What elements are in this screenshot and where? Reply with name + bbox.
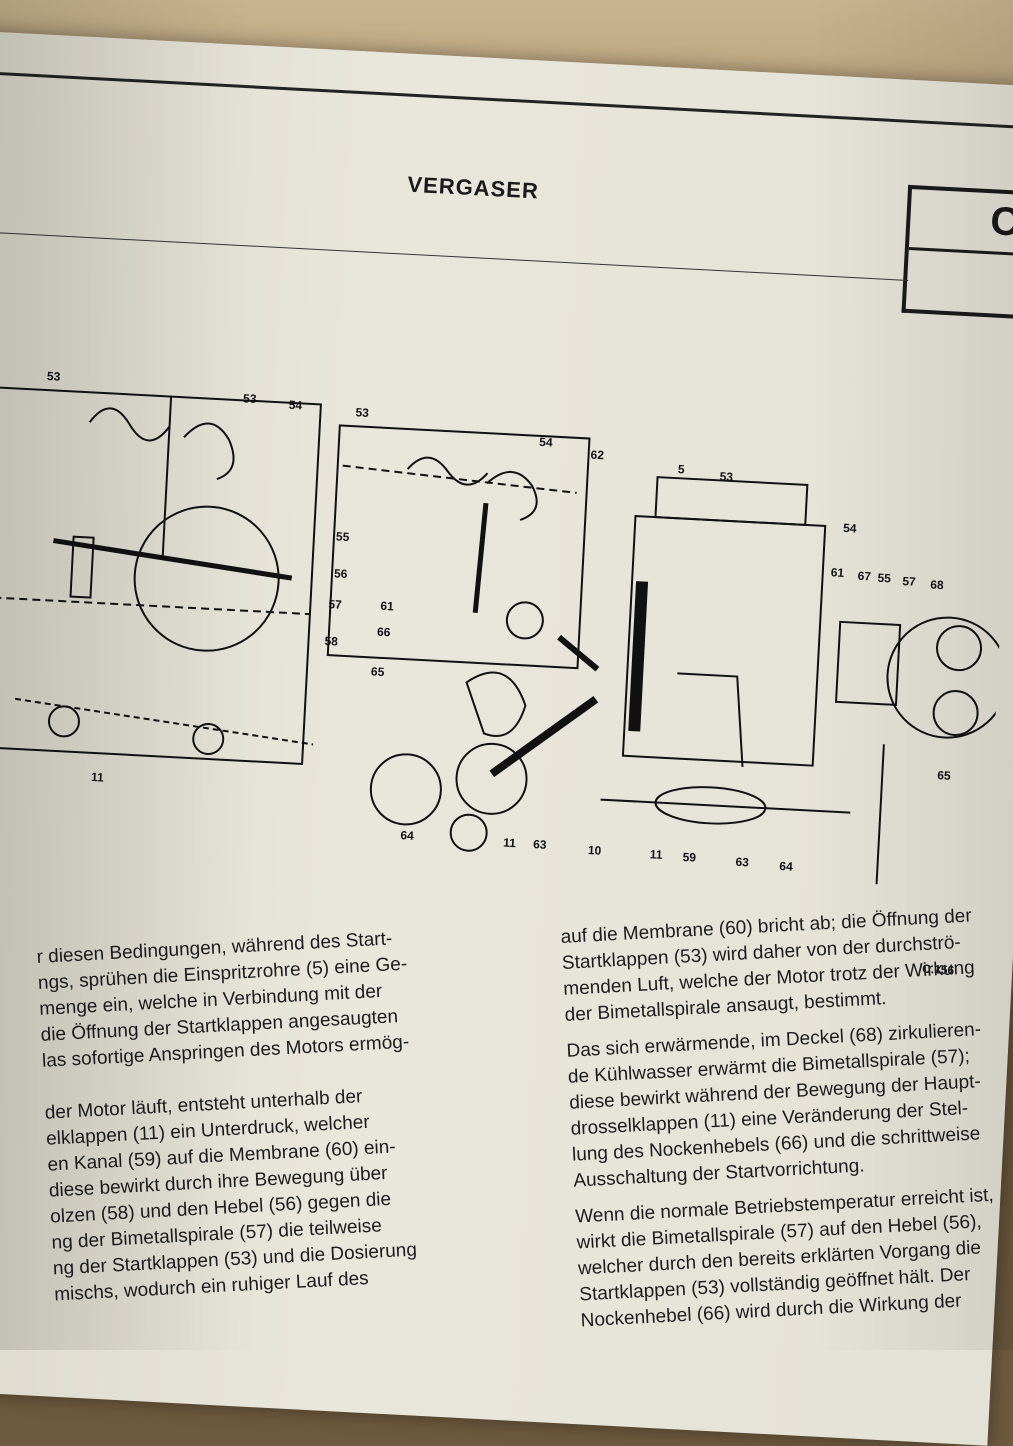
left-cam-a [88,407,171,442]
paragraph: Das sich erwärmende, im Deckel (68) zirk… [566,1014,1013,1194]
mid-spring [557,634,600,672]
callout-53: 53 [47,369,61,384]
left-diaphragm [69,535,95,599]
callout-62: 62 [590,448,604,463]
callout-11: 11 [503,836,517,851]
callout-65: 65 [371,664,385,679]
manual-page: VERGASER C [0,30,1013,1446]
callout-67: 67 [857,569,871,584]
callout-53: 53 [719,469,733,484]
mid-nut [449,813,488,852]
section-tab-divider [908,246,1013,258]
left-divider [161,396,173,557]
right-bracket [875,744,885,885]
callout-57: 57 [328,597,342,612]
left-cam-disc [133,505,280,652]
callout-54: 54 [843,521,857,536]
mid-gear-right [455,742,528,815]
callout-63: 63 [735,855,749,870]
right-bimetal-b [932,690,979,737]
callout-66: 66 [377,625,391,640]
callout-57: 57 [902,574,916,589]
callout-54: 54 [539,435,553,450]
callout-55: 55 [877,571,891,586]
section-tab: C [901,184,1013,321]
left-carb-body [0,386,322,765]
callout-65: 65 [937,768,951,783]
mid-lever-66 [465,671,527,737]
right-venturi [677,672,744,768]
right-diaphragm-housing [834,620,902,706]
paragraph: Wenn die normale Betriebstemperatur erre… [575,1180,1013,1334]
left-cam-b [183,422,235,481]
right-carb-body [621,514,827,767]
right-injector-tube [628,581,649,732]
callout-54: 54 [288,398,302,413]
page-top-border [0,72,1013,131]
callout-63: 63 [533,837,547,852]
left-throttle-b [192,722,225,755]
mid-link-rod [489,695,599,778]
mid-cam-hub [505,601,544,640]
left-dashed-line [0,595,310,616]
left-throttle-line [14,697,314,746]
callout-55: 55 [336,529,350,544]
mid-gear-left [369,753,442,826]
callout-61: 61 [830,565,844,580]
callout-61: 61 [380,599,394,614]
carburetor-diagram-svg: 53 53 54 53 54 62 5 53 54 61 67 55 57 68… [0,369,1009,885]
mid-carb-body [326,424,591,670]
callout-5: 5 [678,462,686,476]
mid-rod [472,502,489,614]
mid-cam-a [406,456,489,486]
right-choke-housing [886,616,1009,739]
callout-53: 53 [355,405,369,420]
callout-labels: 53 53 54 53 54 62 5 53 54 61 67 55 57 68… [47,369,952,874]
right-text-column: auf die Membrane (60) bricht ab; die Öff… [560,900,1013,1344]
left-throttle-a [47,705,80,738]
callout-68: 68 [930,578,944,593]
callout-11: 11 [649,847,663,862]
mid-cam-b [486,470,538,521]
section-tab-letter: C [989,199,1013,245]
header-rule [0,231,909,281]
callout-59: 59 [682,850,696,865]
callout-10: 10 [588,843,602,858]
page-title: VERGASER [406,171,540,204]
callout-53: 53 [243,391,257,406]
callout-58: 58 [324,634,338,649]
carburetor-diagram: 53 53 54 53 54 62 5 53 54 61 67 55 57 68… [0,296,1013,910]
callout-64: 64 [779,859,793,874]
callout-11: 11 [91,770,105,785]
mid-dashed-line [342,464,577,494]
callout-56: 56 [334,566,348,581]
callout-64: 64 [400,828,414,843]
right-shaft [600,798,851,814]
left-text-column: r diesen Bedingungen, während des Start-… [36,920,524,1308]
right-bimetal-a [936,625,983,672]
left-rod [53,538,293,581]
